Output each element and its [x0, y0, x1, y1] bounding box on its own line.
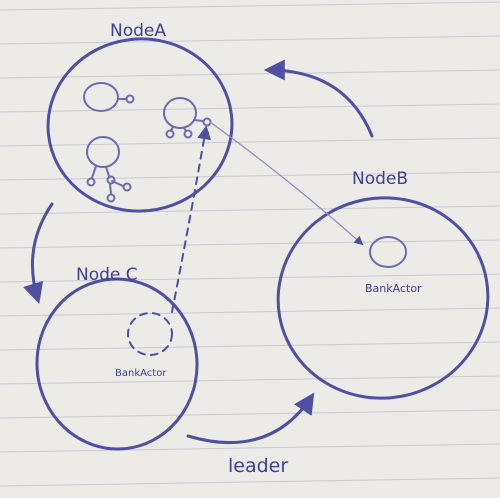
arrow-a-to-c — [23, 202, 54, 305]
notebook-rule-lines — [0, 1, 500, 487]
arrow-c-to-b-leader — [186, 392, 315, 444]
node-c-circle — [35, 277, 199, 451]
bank-actor-proxy-icon — [163, 97, 212, 139]
node-c-bank-actor-dashed — [127, 312, 173, 356]
leader-label: leader — [228, 455, 288, 477]
node-c: Node C BankActor — [35, 265, 199, 451]
node-a-circle — [46, 37, 234, 213]
node-b-bank-actor — [369, 236, 407, 268]
actor-with-children-icon — [86, 136, 132, 203]
node-b-circle — [276, 196, 490, 400]
node-a: NodeA — [46, 21, 234, 213]
node-a-label: NodeA — [110, 21, 166, 41]
node-c-actor-label: BankActor — [115, 368, 167, 379]
node-b: NodeB BankActor — [276, 169, 490, 400]
dashed-arrow-c-to-a — [171, 125, 211, 313]
actor-icon — [83, 82, 135, 112]
node-b-label: NodeB — [352, 169, 408, 189]
node-c-label: Node C — [76, 265, 138, 285]
message-arrow-a-to-b — [209, 121, 364, 246]
arrow-b-to-a — [263, 59, 374, 138]
node-b-actor-label: BankActor — [365, 282, 422, 295]
